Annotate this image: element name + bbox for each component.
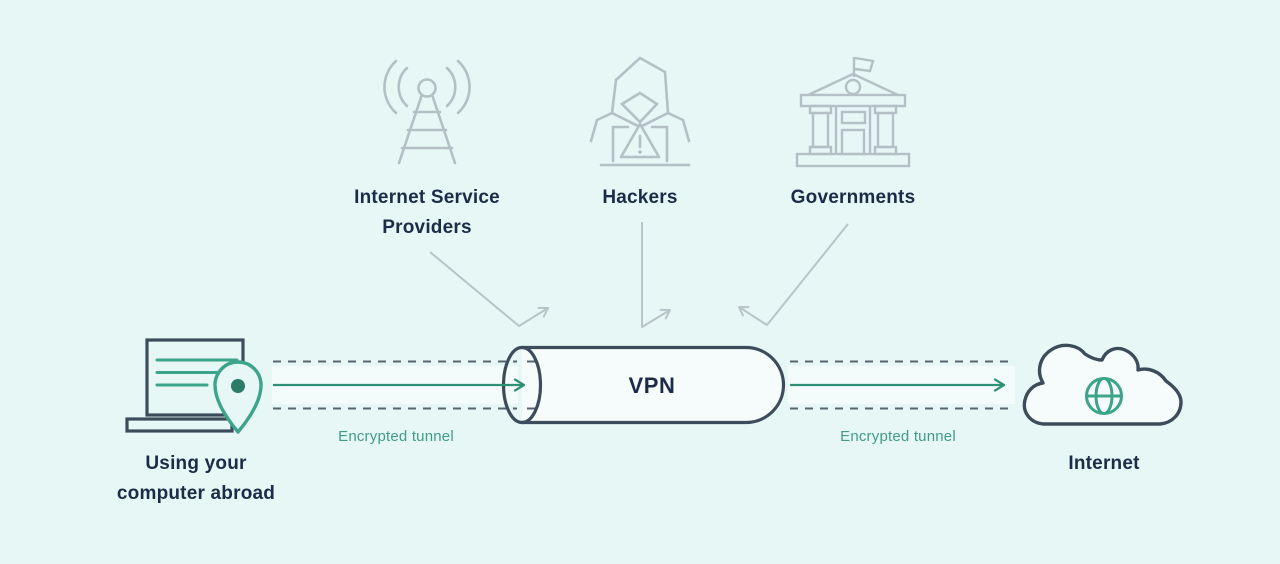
tunnel-dashes (273, 360, 1012, 410)
cloud-outline (1022, 343, 1183, 426)
governments-label: Governments (790, 187, 916, 208)
location-pin-icon (213, 360, 263, 434)
isp-deflected-arrow (429, 251, 549, 327)
hackers-deflected-arrow (641, 222, 671, 328)
hackers-label: Hackers (602, 187, 678, 208)
isp-label: Internet Service Providers (354, 187, 500, 238)
vpn-label: VPN (628, 373, 676, 398)
governments-deflected-arrow (738, 223, 849, 326)
encrypted-tunnel-label-right: Encrypted tunnel (840, 428, 956, 445)
cloud-globe-icon (1022, 343, 1183, 426)
radio-tower-icon (383, 59, 471, 165)
internet-label: Internet (1068, 453, 1140, 474)
laptop-location-icon (125, 338, 263, 434)
threat-arrows (429, 222, 849, 328)
computer-abroad-label: Using your computer abroad (116, 453, 276, 504)
globe-icon (1085, 377, 1123, 415)
hacker-icon (589, 56, 691, 167)
government-building-icon (795, 56, 911, 168)
encrypted-tunnel-label-left: Encrypted tunnel (338, 428, 454, 445)
vpn-tunnel (501, 345, 786, 425)
